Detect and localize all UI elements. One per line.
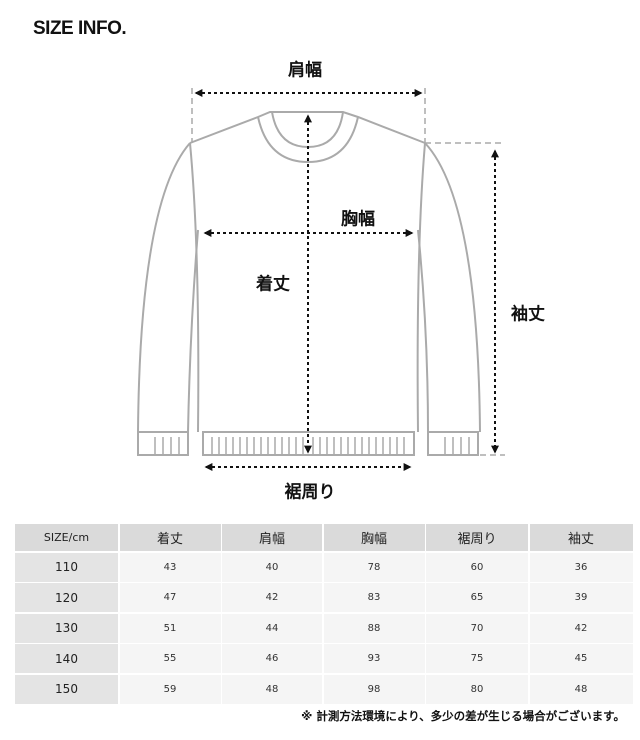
row-size: 120 (15, 583, 118, 612)
row-size: 140 (15, 644, 118, 673)
table-cell: 46 (222, 644, 322, 673)
table-cell: 45 (529, 644, 633, 673)
header-size: SIZE/cm (15, 524, 118, 551)
row-size: 150 (15, 674, 118, 704)
table-cell: 80 (426, 674, 528, 704)
table-cell: 78 (323, 552, 425, 582)
row-size: 130 (15, 613, 118, 643)
measurement-note: ※ 計測方法環境により、多少の差が生じる場合がございます。 (301, 709, 625, 723)
table-cell: 98 (323, 674, 425, 704)
table-cell: 47 (119, 583, 221, 612)
table-cell: 88 (323, 613, 425, 643)
size-table: SIZE/cm 着丈 肩幅 胸幅 裾周り 袖丈 110 43 40 78 60 … (15, 524, 633, 704)
header-shoulder: 肩幅 (222, 524, 322, 551)
header-hem: 裾周り (426, 524, 528, 551)
table-cell: 43 (119, 552, 221, 582)
table-cell: 83 (323, 583, 425, 612)
table-cell: 51 (119, 613, 221, 643)
table-cell: 75 (426, 644, 528, 673)
table-cell: 48 (222, 674, 322, 704)
shoulder-label: 肩幅 (288, 60, 322, 81)
row-size: 110 (15, 552, 118, 582)
table-cell: 44 (222, 613, 322, 643)
page-title: SIZE INFO. (33, 18, 127, 39)
table-cell: 40 (222, 552, 322, 582)
hem-label: 裾周り (284, 482, 336, 503)
table-cell: 65 (426, 583, 528, 612)
sleeve-label: 袖丈 (511, 304, 545, 325)
chest-label: 胸幅 (341, 209, 375, 230)
table-cell: 70 (426, 613, 528, 643)
guide-lines (191, 88, 505, 456)
sweater-diagram (137, 88, 505, 471)
header-length: 着丈 (119, 524, 221, 551)
header-chest: 胸幅 (323, 524, 425, 551)
table-cell: 48 (529, 674, 633, 704)
table-cell: 36 (529, 552, 633, 582)
header-sleeve: 袖丈 (529, 524, 633, 551)
table-cell: 93 (323, 644, 425, 673)
table-cell: 59 (119, 674, 221, 704)
table-cell: 42 (529, 613, 633, 643)
table-cell: 39 (529, 583, 633, 612)
table-cell: 55 (119, 644, 221, 673)
length-label: 着丈 (256, 274, 290, 295)
rib-lines (154, 437, 470, 455)
table-cell: 60 (426, 552, 528, 582)
sweater-outline (137, 111, 481, 456)
table-cell: 42 (222, 583, 322, 612)
